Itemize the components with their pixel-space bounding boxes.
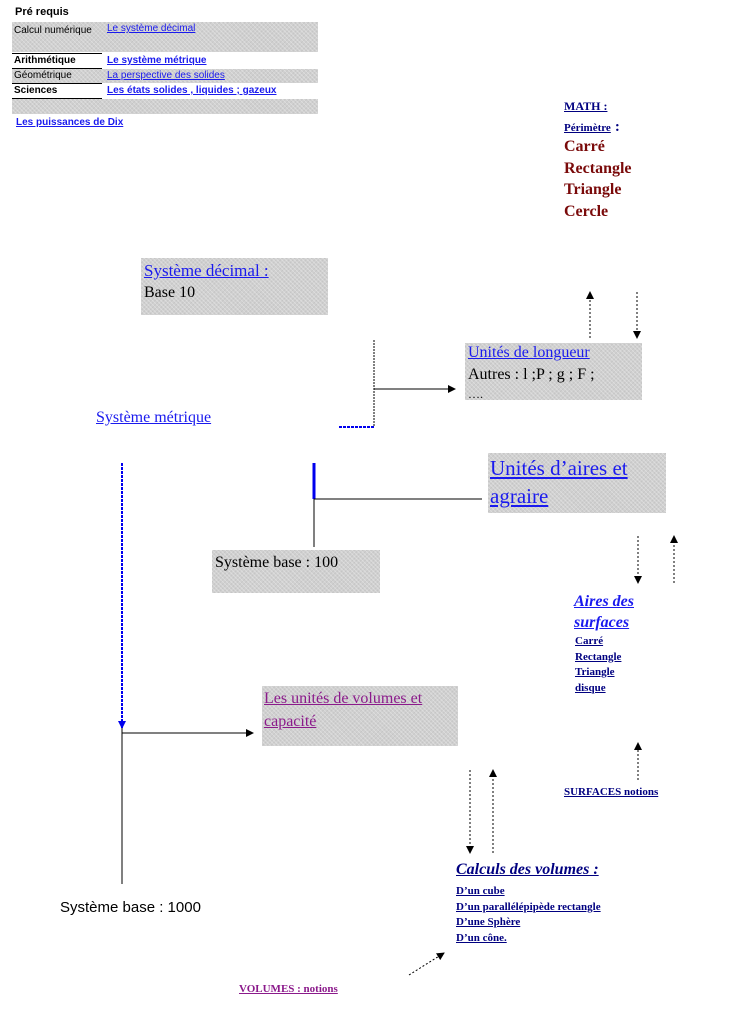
calculs-item[interactable]: D’un cône. [456,931,507,944]
perimetre-item: Rectangle [564,159,632,177]
divider [12,68,102,69]
prereq-link-perspective[interactable]: La perspective des solides [107,70,225,81]
aires-surfaces-item[interactable]: Triangle [575,666,615,678]
metrique-link[interactable]: Système métrique [96,409,212,426]
volumes-title-link[interactable]: Les unités de volumes et capacité [264,690,423,730]
calculs-title[interactable]: Calculs des volumes : [456,861,599,878]
prereq-row-empty [12,99,318,114]
volumes-notions-link[interactable]: VOLUMES : notions [239,983,338,995]
arrows-volumes-calculs [466,769,497,854]
prereq-subject: Sciences [14,85,58,96]
volumes-box: Les unités de volumes et capacité [262,686,458,746]
surfaces-notions-link[interactable]: SURFACES notions [564,786,659,798]
base100-text: Système base : 100 [215,554,339,571]
arrows-longueur-math [586,291,641,339]
prereq-subject: Géométrique [14,70,72,81]
divider [12,53,102,54]
divider [12,98,102,99]
perimetre-item: Carré [564,138,605,155]
perimetre-heading: Périmètre : [564,118,620,136]
longueur-extra: …. [468,387,483,400]
arrow-volumes-notions [408,952,445,976]
longueur-title-link[interactable]: Unités de longueur [468,344,590,361]
longueur-box: Unités de longueur Autres : l ;P ; g ; F… [465,343,642,400]
calculs-item[interactable]: D’un parallélépipède rectangle [456,900,601,913]
math-heading: MATH : [564,99,608,113]
base1000-text: Système base : 1000 [60,899,201,916]
prereq-subject: Arithmétique [14,55,76,66]
prereq-subject: Calcul numérique [14,25,92,36]
prereq-link-decimal[interactable]: Le système décimal [107,23,196,34]
perimetre-label: Périmètre [564,122,611,134]
perimetre-list: Carré Rectangle Triangle Cercle [564,136,632,222]
connector-metrique-longueur [339,340,456,428]
prereq-title: Pré requis [15,6,69,18]
prereq-link-metrique[interactable]: Le système métrique [107,55,207,66]
prereq-row-arith: Arithmétique Le système métrique [12,54,318,68]
connector-metrique-volumes [118,463,254,884]
perimetre-item: Triangle [564,181,622,198]
link-puissances[interactable]: Les puissances de Dix [16,117,124,128]
calculs-list: D’un cube D’un parallélépipède rectangle… [456,884,601,946]
calculs-item[interactable]: D’une Sphère [456,916,521,928]
prereq-row-sciences: Sciences Les états solides , liquides ; … [12,84,318,98]
aires-surfaces-item[interactable]: Rectangle [575,650,622,663]
decimal-box: Système décimal : Base 10 [141,258,328,315]
arrows-aires-surfaces [634,535,678,584]
decimal-text: Base 10 [144,284,196,301]
divider [12,83,102,84]
aires-surfaces-list: Carré Rectangle Triangle disque [575,634,621,696]
connector-metrique-aires [312,463,482,547]
prereq-link-etats[interactable]: Les états solides , liquides ; gazeux [107,85,277,96]
calculs-item[interactable]: D’un cube [456,885,505,897]
prereq-row-calcul: Calcul numérique Le système décimal [12,22,318,52]
prereq-row-geo: Géométrique La perspective des solides [12,69,318,83]
perimetre-item: Cercle [564,202,609,220]
decimal-title-link[interactable]: Système décimal : [144,261,269,280]
aires-title-link[interactable]: Unités d’aires et agraire [490,456,628,508]
aires-surfaces-item[interactable]: disque [575,681,606,694]
aires-surfaces-item[interactable]: Carré [575,635,604,647]
base100-box: Système base : 100 [212,550,380,593]
perimetre-colon: : [614,119,620,135]
aires-box: Unités d’aires et agraire [488,453,666,513]
aires-surfaces-title[interactable]: Aires des surfaces [574,593,634,631]
longueur-text: Autres : l ;P ; g ; F ; [468,366,595,383]
